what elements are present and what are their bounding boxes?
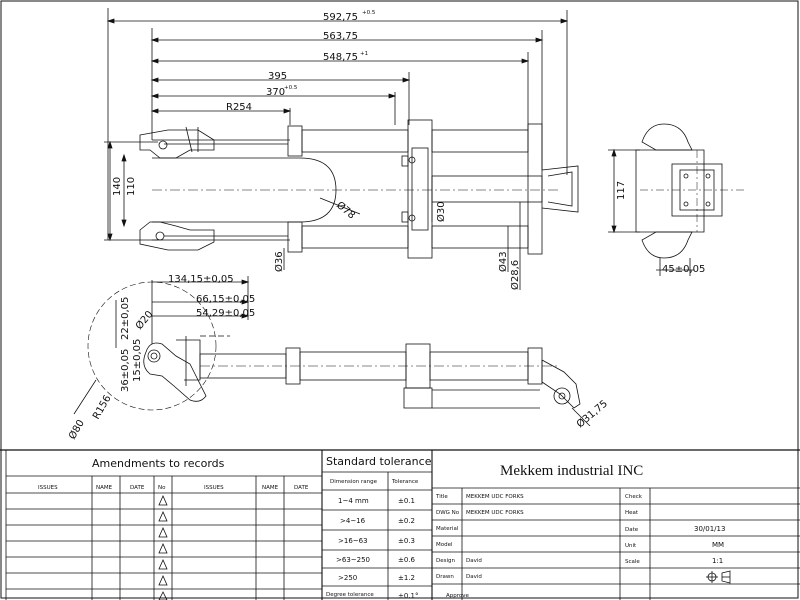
tol-range-5: >250 — [338, 574, 357, 582]
tol-h-tolerance: Tolerance — [391, 479, 419, 485]
dim-r156: R156 — [91, 393, 114, 421]
drawn-label: Drawn — [436, 574, 454, 580]
svg-text:+0.5: +0.5 — [284, 85, 298, 91]
scale-value: 1:1 — [712, 557, 723, 565]
dim-dia78: Ø78 — [334, 199, 358, 221]
dim-dia30: Ø30 — [435, 201, 447, 222]
dim-45: 45±0,05 — [662, 264, 705, 275]
dim-dia43: Ø43 — [497, 251, 509, 272]
tol-range-1: 1~4 mm — [338, 497, 369, 505]
tol-value-6: ±0.1° — [398, 592, 419, 600]
material-label: Material — [436, 526, 459, 532]
tol-h-range: Dimension range — [330, 479, 378, 485]
tol-value-2: ±0.2 — [398, 517, 415, 525]
tol-range-6: Degree tolerance — [326, 592, 374, 598]
side-view: 117 45±0,05 — [608, 123, 744, 276]
dim-370: 370 — [266, 87, 285, 98]
title-label: Title — [435, 494, 448, 500]
drawn-value: David — [466, 574, 482, 580]
dim-66: 66,15±0,05 — [196, 294, 255, 305]
svg-text:+0.5: +0.5 — [362, 10, 376, 16]
dim-54: 54,29±0,05 — [196, 308, 255, 319]
tol-value-3: ±0.3 — [398, 537, 415, 545]
dwg-value: MEKKEM UDC FORKS — [466, 510, 524, 516]
amendments-title: Amendments to records — [92, 457, 225, 470]
date-label: Date — [625, 527, 639, 533]
tol-range-4: >63~250 — [336, 556, 370, 564]
tol-value-5: ±1.2 — [398, 574, 415, 582]
design-label: Design — [436, 558, 456, 564]
date-value: 30/01/13 — [694, 525, 725, 533]
dim-134: 134,15±0,05 — [168, 274, 234, 285]
model-label: Model — [436, 542, 453, 548]
company-name: Mekkem industrial INC — [500, 463, 643, 479]
svg-text:+1: +1 — [360, 51, 368, 57]
amend-h-date-1: DATE — [130, 485, 145, 491]
tol-range-2: >4~16 — [340, 517, 366, 525]
title-block-text: Amendments to records ISSUES NAME DATE N… — [38, 455, 725, 600]
heat-label: Heat — [625, 510, 639, 516]
title-block — [0, 449, 800, 600]
unit-value: MM — [712, 541, 724, 549]
revision-triangles — [158, 495, 168, 600]
amend-h-issues-2: ISSUES — [204, 485, 224, 491]
dim-22: 22±0,05 — [120, 297, 131, 340]
approve-label: Approve — [446, 593, 470, 599]
dim-110: 110 — [126, 177, 137, 196]
amend-h-name-1: NAME — [96, 485, 113, 491]
scale-label: Scale — [625, 559, 640, 565]
dwg-label: DWG No — [436, 510, 460, 516]
dim-563: 563,75 — [323, 31, 358, 42]
dim-117: 117 — [616, 181, 627, 200]
amend-h-no: No — [158, 485, 166, 491]
dim-dia28-6: Ø28,6 — [509, 260, 521, 290]
dim-36-05: 36±0,05 — [120, 349, 131, 392]
tolerance-title: Standard tolerance — [326, 455, 432, 468]
top-view: 592,75 +0.5 563,75 548,75 +1 395 370 +0.… — [104, 8, 579, 290]
dim-548: 548,75 — [323, 52, 358, 63]
bottom-view: 134,15±0,05 66,15±0,05 54,29±0,05 22±0,0… — [66, 274, 610, 442]
title-value: MEKKEM UDC FORKS — [466, 494, 524, 500]
dim-15: 15±0,05 — [132, 339, 143, 382]
tol-value-1: ±0.1 — [398, 497, 415, 505]
design-value: David — [466, 558, 482, 564]
amend-h-name-2: NAME — [262, 485, 279, 491]
dim-dia80: Ø80 — [66, 418, 87, 442]
dim-592: 592,75 — [323, 12, 358, 23]
tol-value-4: ±0.6 — [398, 556, 416, 564]
dim-r254: R254 — [226, 102, 252, 113]
amend-h-date-2: DATE — [294, 485, 309, 491]
dim-395: 395 — [268, 71, 287, 82]
check-label: Check — [625, 494, 643, 500]
projection-symbol-icon — [706, 570, 731, 584]
amend-h-issues-1: ISSUES — [38, 485, 58, 491]
unit-label: Unit — [625, 543, 637, 549]
dim-140: 140 — [112, 177, 123, 196]
dim-dia36: Ø36 — [273, 251, 285, 272]
tol-range-3: >16~63 — [338, 537, 368, 545]
